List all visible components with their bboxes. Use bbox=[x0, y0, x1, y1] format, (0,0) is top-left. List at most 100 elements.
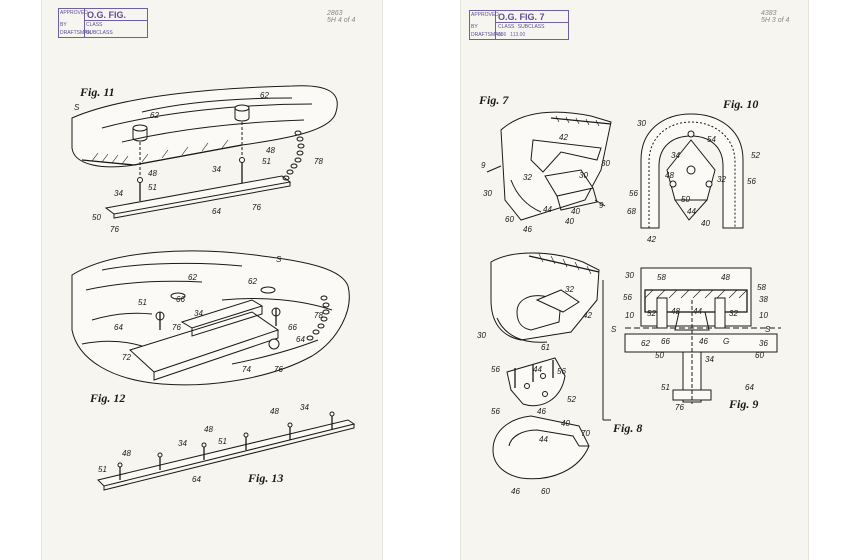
ref-label: 9 bbox=[481, 161, 486, 170]
stamp-by: BY bbox=[470, 23, 496, 31]
plate-44 bbox=[506, 357, 566, 407]
patent-sheet-right: APPROVED O.G. FIG. 7 BY CLASS SUBCLASS D… bbox=[461, 0, 808, 560]
ref-label: 32 bbox=[717, 175, 726, 184]
ref-label: 34 bbox=[194, 309, 203, 318]
stamp-class: CLASS bbox=[86, 22, 103, 28]
stamp-class-value: 036 bbox=[498, 32, 507, 38]
stamp-class-row: CLASS SUBCLASS bbox=[496, 23, 568, 31]
approval-stamp: APPROVED O.G. FIG. BY CLASS DRAFTSMAN SU… bbox=[58, 8, 148, 38]
ref-label: 62 bbox=[150, 111, 159, 120]
ref-label: 48 bbox=[204, 425, 213, 434]
ref-label: 48 bbox=[671, 307, 680, 316]
ref-label: 30 bbox=[483, 189, 492, 198]
figure-11: Fig. 11 bbox=[71, 85, 338, 234]
ref-label: 58 bbox=[657, 273, 666, 282]
ref-label: 52 bbox=[751, 151, 760, 160]
ref-label: 32 bbox=[729, 309, 738, 318]
ref-label: 70 bbox=[581, 429, 590, 438]
ref-label: 48 bbox=[270, 407, 279, 416]
ref-label: 66 bbox=[288, 323, 297, 332]
patent-sheet-left: APPROVED O.G. FIG. BY CLASS DRAFTSMAN SU… bbox=[42, 0, 382, 560]
ref-label: 76 bbox=[274, 365, 283, 374]
ref-label: 64 bbox=[192, 475, 201, 484]
heel-cup bbox=[492, 415, 590, 480]
ref-label: 40 bbox=[565, 217, 574, 226]
pencil-sheet: 5H 3 of 4 bbox=[761, 17, 790, 24]
stamp-class: CLASS bbox=[498, 24, 515, 30]
figure-10: Fig. 10 30 34 54 52 48 32 56 56 50 44 68… bbox=[627, 97, 760, 244]
ref-label: 38 bbox=[759, 295, 768, 304]
ref-label: 48 bbox=[266, 146, 275, 155]
ref-label: 44 bbox=[687, 207, 696, 216]
pencil-note: 2863 5H 4 of 4 bbox=[327, 10, 355, 24]
ref-label: 9 bbox=[599, 201, 604, 210]
stamp-subclass: SUBCLASS bbox=[86, 30, 113, 36]
figure-label: Fig. 9 bbox=[728, 397, 758, 411]
ref-label: 50 bbox=[655, 351, 664, 360]
figure-label: Fig. 10 bbox=[722, 97, 758, 111]
pencil-sheet: 5H 4 of 4 bbox=[327, 17, 356, 24]
ref-label: 48 bbox=[122, 449, 131, 458]
ref-label: 51 bbox=[148, 183, 157, 192]
ref-label: 64 bbox=[296, 335, 305, 344]
ref-label: 44 bbox=[543, 205, 552, 214]
stamp-title: O.G. FIG. 7 bbox=[496, 11, 568, 23]
ref-label: 76 bbox=[172, 323, 181, 332]
ref-label: 68 bbox=[627, 207, 636, 216]
drawing-right: Fig. 7 9 30 42 30 32 30 40 9 60 44 46 40… bbox=[477, 93, 781, 496]
ref-label: 60 bbox=[505, 215, 514, 224]
stamp-approved: APPROVED bbox=[470, 11, 499, 23]
ref-label: 66 bbox=[661, 337, 670, 346]
pin-row bbox=[117, 411, 335, 480]
ref-label: 48 bbox=[721, 273, 730, 282]
ref-label: 78 bbox=[314, 157, 323, 166]
ref-label: 56 bbox=[623, 293, 632, 302]
ref-label: 46 bbox=[699, 337, 708, 346]
chain-78 bbox=[306, 295, 330, 341]
pencil-note: 4383 5H 3 of 4 bbox=[761, 10, 789, 24]
ref-label: G bbox=[723, 337, 729, 346]
figure-8: Fig. 8 32 42 30 61 56 44 56 52 56 bbox=[477, 252, 642, 496]
stamp-subclass-value: 113.00 bbox=[510, 32, 526, 38]
ref-label: 62 bbox=[188, 273, 197, 282]
ref-label: 30 bbox=[601, 159, 610, 168]
ref-label: 52 bbox=[647, 309, 656, 318]
ref-label: 64 bbox=[114, 323, 123, 332]
ref-label: 51 bbox=[98, 465, 107, 474]
ref-label: 60 bbox=[541, 487, 550, 496]
figure-9: Fig. 9 30 58 48 58 38 56 52 48 44 bbox=[611, 267, 781, 412]
ref-label: 66 bbox=[176, 295, 185, 304]
figure-13: Fig. 13 48 34 48 34 51 48 51 64 bbox=[97, 403, 356, 491]
ref-label: 56 bbox=[747, 177, 756, 186]
ref-label: 48 bbox=[148, 169, 157, 178]
ref-label: 46 bbox=[523, 225, 532, 234]
ref-label: 51 bbox=[262, 157, 271, 166]
ref-label: 40 bbox=[701, 219, 710, 228]
ref-label: 62 bbox=[260, 91, 269, 100]
ref-label: 44 bbox=[539, 435, 548, 444]
stamp-title: O.G. FIG. bbox=[85, 9, 147, 21]
figure-label: Fig. 11 bbox=[79, 85, 115, 99]
ref-label: 78 bbox=[314, 311, 323, 320]
ref-label: 34 bbox=[705, 355, 714, 364]
ref-label: 10 bbox=[759, 311, 768, 320]
ref-label: 64 bbox=[745, 383, 754, 392]
stamp-subclass: SUBCLASS bbox=[517, 24, 545, 30]
ref-label: 36 bbox=[759, 339, 768, 348]
ref-label: 30 bbox=[579, 171, 588, 180]
ref-label: 76 bbox=[110, 225, 119, 234]
drawing-left: Fig. 11 bbox=[71, 85, 356, 491]
stamp-draftsman: DRAFTSMAN bbox=[60, 29, 92, 37]
ref-label: 50 bbox=[92, 213, 101, 222]
ref-label: 62 bbox=[641, 339, 650, 348]
ref-label: 44 bbox=[693, 307, 702, 316]
stamp-draftsman: DRAFTSMAN bbox=[471, 31, 503, 39]
ref-label: 54 bbox=[707, 135, 716, 144]
figure-label: Fig. 13 bbox=[247, 471, 283, 485]
ref-label: 32 bbox=[523, 173, 532, 182]
ref-label: 34 bbox=[300, 403, 309, 412]
ref-label: 56 bbox=[557, 367, 566, 376]
chain-78 bbox=[282, 130, 305, 181]
ref-label: S bbox=[611, 325, 617, 334]
ref-label: S bbox=[276, 255, 282, 264]
